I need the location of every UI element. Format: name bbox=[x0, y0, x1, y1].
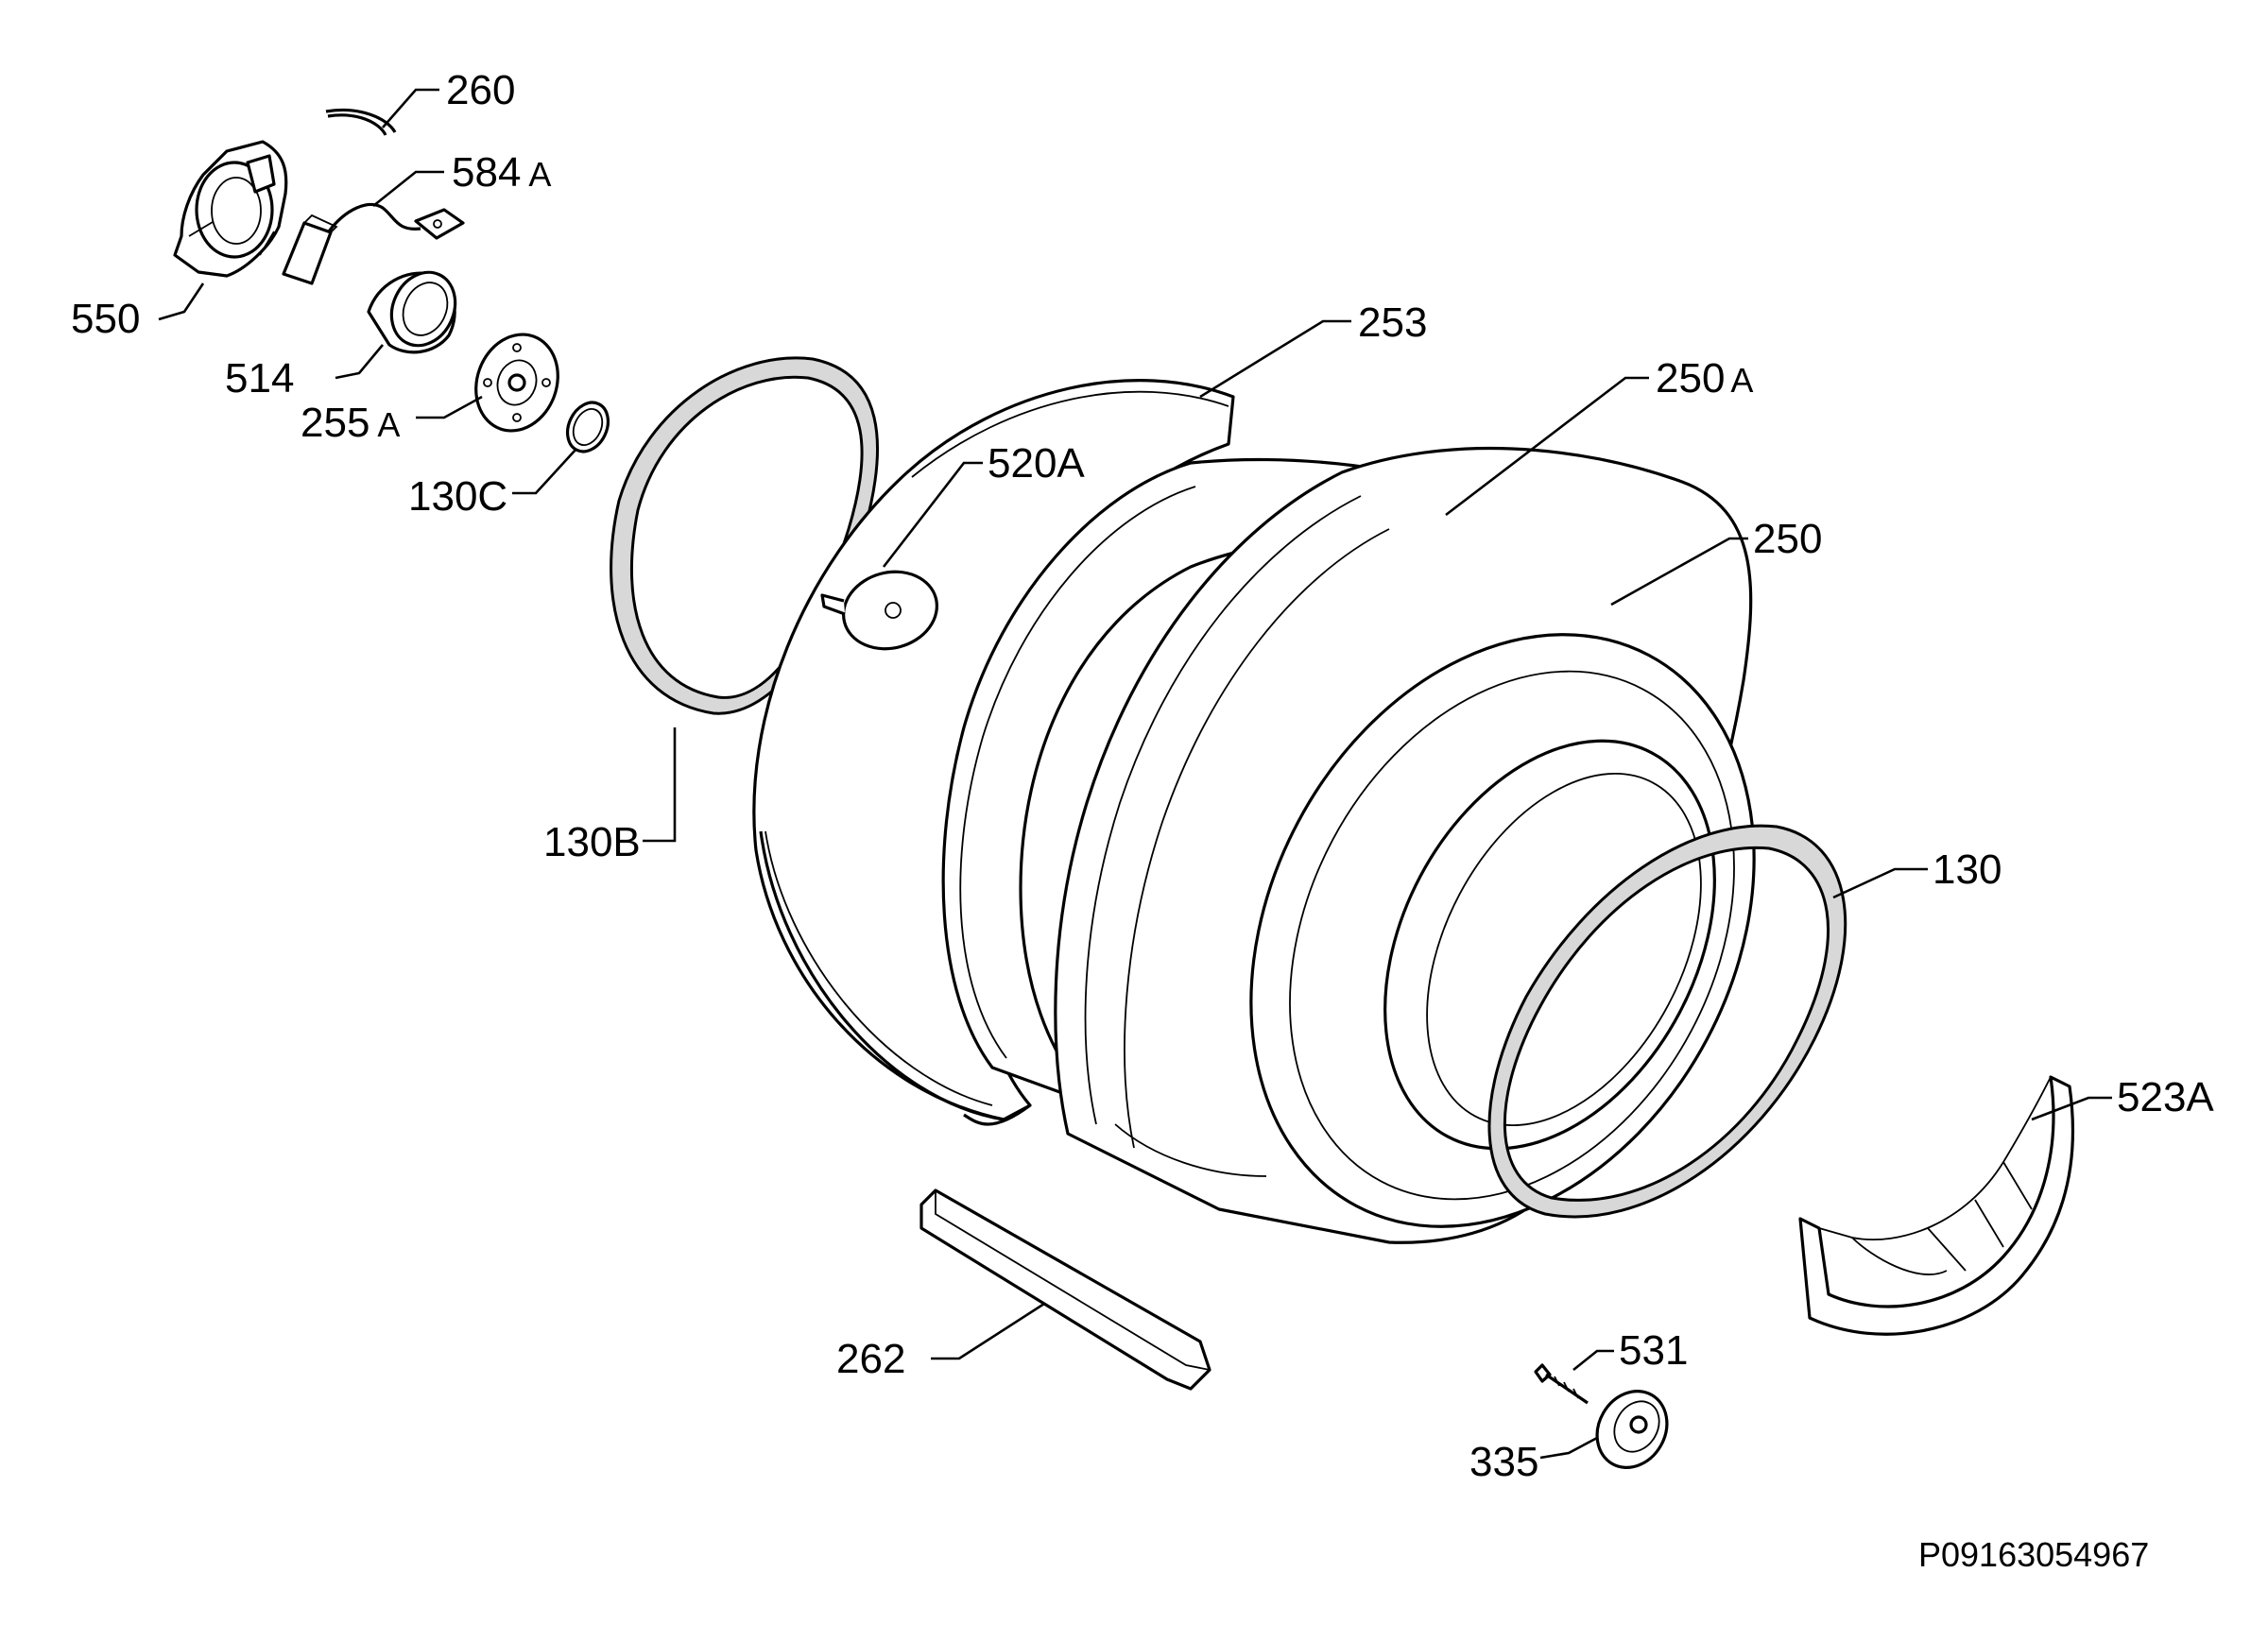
part-335-roller-wheel[interactable] bbox=[1584, 1378, 1681, 1480]
svg-text:130C: 130C bbox=[408, 473, 507, 520]
label-531: 531 bbox=[1619, 1327, 1688, 1374]
label-250a: 250 bbox=[1656, 355, 1725, 402]
svg-text:130: 130 bbox=[1933, 846, 2002, 893]
svg-text:514: 514 bbox=[225, 355, 294, 402]
label-584a-suffix: A bbox=[528, 155, 551, 194]
label-255a-suffix: A bbox=[377, 405, 400, 444]
leader-130 bbox=[1832, 867, 1928, 899]
part-130-front-seal[interactable] bbox=[1487, 824, 1847, 1219]
part-520a-drum-disc[interactable] bbox=[820, 561, 946, 658]
leader-550 bbox=[158, 282, 205, 321]
label-130b: 130B bbox=[543, 819, 641, 865]
reference-code: P09163054967 bbox=[1918, 1535, 2149, 1574]
leader-130c bbox=[512, 448, 577, 495]
label-255a: 255 bbox=[301, 400, 369, 446]
part-550-bearing-bracket[interactable] bbox=[173, 140, 288, 278]
part-255a-shaft-flange[interactable] bbox=[463, 323, 572, 442]
label-335: 335 bbox=[1469, 1439, 1538, 1485]
label-523a: 523A bbox=[2117, 1074, 2214, 1120]
svg-text:520A: 520A bbox=[988, 440, 1085, 487]
svg-text:335: 335 bbox=[1469, 1439, 1538, 1485]
svg-text:550: 550 bbox=[71, 296, 140, 342]
leader-531 bbox=[1572, 1349, 1614, 1372]
svg-text:523A: 523A bbox=[2117, 1074, 2214, 1120]
leader-253 bbox=[1199, 319, 1351, 399]
part-130c-retaining-ring[interactable] bbox=[559, 396, 615, 458]
leader-130b bbox=[643, 727, 677, 843]
leader-250a bbox=[1445, 376, 1649, 517]
svg-text:250: 250 bbox=[1753, 516, 1822, 562]
part-531-screw[interactable] bbox=[1534, 1363, 1589, 1405]
part-514-bearing-sleeve[interactable] bbox=[367, 262, 467, 356]
label-250: 250 bbox=[1753, 516, 1822, 562]
leader-523a bbox=[2031, 1096, 2112, 1121]
part-262-lifter-bar[interactable] bbox=[919, 1188, 1211, 1391]
label-514: 514 bbox=[225, 355, 294, 402]
svg-text:531: 531 bbox=[1619, 1327, 1688, 1374]
svg-text:260: 260 bbox=[446, 67, 515, 113]
leader-250 bbox=[1610, 537, 1748, 607]
svg-text:130B: 130B bbox=[543, 819, 641, 865]
label-550: 550 bbox=[71, 296, 140, 342]
part-523a-curved-guide[interactable] bbox=[1798, 1075, 2075, 1336]
label-253: 253 bbox=[1358, 299, 1427, 346]
label-130: 130 bbox=[1933, 846, 2002, 893]
label-250a-suffix: A bbox=[1730, 361, 1753, 400]
leader-255a bbox=[416, 395, 483, 419]
leader-260 bbox=[382, 88, 439, 128]
svg-text:253: 253 bbox=[1358, 299, 1427, 346]
leader-335 bbox=[1539, 1436, 1598, 1460]
svg-text:262: 262 bbox=[836, 1336, 905, 1382]
leader-514 bbox=[335, 344, 384, 380]
leader-520a bbox=[882, 461, 983, 568]
leader-262 bbox=[931, 1302, 1045, 1360]
part-260-wire-clip[interactable] bbox=[325, 108, 397, 136]
label-260: 260 bbox=[446, 67, 515, 113]
part-584a-sensor[interactable] bbox=[282, 202, 465, 285]
leader-lines bbox=[158, 88, 2112, 1460]
label-520a: 520A bbox=[988, 440, 1085, 487]
label-584a: 584 bbox=[452, 149, 521, 196]
leader-584a bbox=[372, 170, 444, 208]
label-262: 262 bbox=[836, 1336, 905, 1382]
label-130c: 130C bbox=[408, 473, 507, 520]
part-250-main-drum[interactable] bbox=[1054, 446, 1853, 1315]
